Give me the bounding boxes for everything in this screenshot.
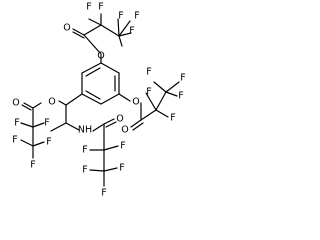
bond-left-cf2-f-b [32, 122, 45, 128]
atom-f: F [146, 87, 151, 98]
bond-lines [20, 13, 180, 187]
molecule-structure: F F F F F O O O O F F F F F O O F F F F … [12, 2, 185, 199]
ring-bond-4 [100, 93, 120, 105]
atom-f: F [146, 67, 151, 78]
atom-f: F [30, 160, 35, 171]
atom-f: F [44, 118, 49, 129]
ring-double-3 [85, 90, 101, 100]
bond-amide-co-double-2 [105, 121, 117, 128]
atom-o: O [116, 114, 123, 125]
bond-left-co-double [23, 102, 34, 109]
atom-o: O [132, 97, 139, 108]
bond-top-cf2-f-b [88, 18, 102, 26]
bond-left-co-double-2 [21, 104, 32, 111]
molecule-canvas: F F F F F O O O O F F F F F O O F F F F … [12, 1, 186, 199]
bond-left-cf2-f-a [20, 122, 34, 128]
atom-f: F [82, 145, 87, 156]
atom-f: F [129, 26, 134, 37]
bond-right-co-double [130, 119, 142, 128]
bond-top-co-ester [83, 34, 102, 55]
atom-o: O [121, 125, 128, 136]
bond-right-cf3-f-a [153, 81, 167, 93]
bond-ring-o-right [118, 93, 131, 102]
atom-f: F [118, 11, 123, 22]
bond-right-co-double-2 [132, 122, 144, 131]
atom-o: O [63, 23, 70, 34]
bond-right-cf3-f-c [165, 91, 178, 97]
bond-left-o-c [32, 102, 42, 109]
bond-top-cf3-f-a [118, 32, 132, 37]
bond-right-cf2-f-b [155, 109, 169, 118]
atom-f: F [120, 141, 125, 152]
bond-top-co-double-2 [72, 31, 85, 39]
bond-amide-cf2-f-b [103, 145, 119, 151]
atom-f: F [178, 91, 183, 102]
atom-labels: F F F F F O O O O F F F F F O O F F F F … [12, 2, 185, 199]
bond-amide-cf3-f-b [103, 167, 118, 172]
atom-f: F [98, 2, 103, 13]
atom-f: F [14, 118, 19, 129]
bond-ch-nh [65, 122, 80, 131]
bond-right-cf2-f-a [145, 92, 157, 111]
atom-f: F [46, 137, 51, 148]
bond-top-cf3-f-d [118, 20, 131, 37]
atom-f: F [82, 165, 87, 176]
bond-right-cf3-f-b [165, 81, 180, 93]
bond-top-co-double [72, 28, 85, 36]
atom-o: O [97, 51, 104, 62]
bond-top-cf3-cf2 [100, 24, 120, 37]
ring-bond-5 [81, 93, 102, 105]
bond-top-cf3-f-b [118, 35, 123, 47]
bond-right-cf2-cf3 [155, 91, 167, 111]
atom-f: F [170, 113, 175, 124]
bond-top-cf3-f-c [117, 18, 120, 37]
bond-ch-methyl [50, 122, 67, 132]
ring-bond-2 [100, 62, 120, 74]
atom-f: F [134, 11, 139, 22]
bond-left-cf3-f-a [20, 139, 34, 147]
atom-o: O [48, 97, 55, 108]
atom-f: F [180, 73, 185, 84]
atom-f: F [101, 188, 106, 199]
atom-f: F [119, 163, 124, 174]
ring-bond-1 [81, 62, 102, 74]
atom-f: F [12, 135, 17, 146]
ring-double-1 [85, 67, 101, 77]
bond-nh-c [92, 123, 105, 132]
atom-f: F [86, 2, 91, 13]
atom-o: O [12, 98, 19, 109]
bond-right-c-cf2 [140, 109, 157, 121]
bond-top-cf2-co [83, 24, 102, 36]
atom-nh: NH [78, 125, 92, 136]
bond-left-cf3-f-b [32, 141, 45, 147]
bond-ch-o [58, 100, 67, 106]
bond-ring-sidechain [65, 93, 83, 106]
bond-amide-co-double [103, 118, 115, 125]
bond-amide-cf3-f-a [89, 169, 105, 172]
